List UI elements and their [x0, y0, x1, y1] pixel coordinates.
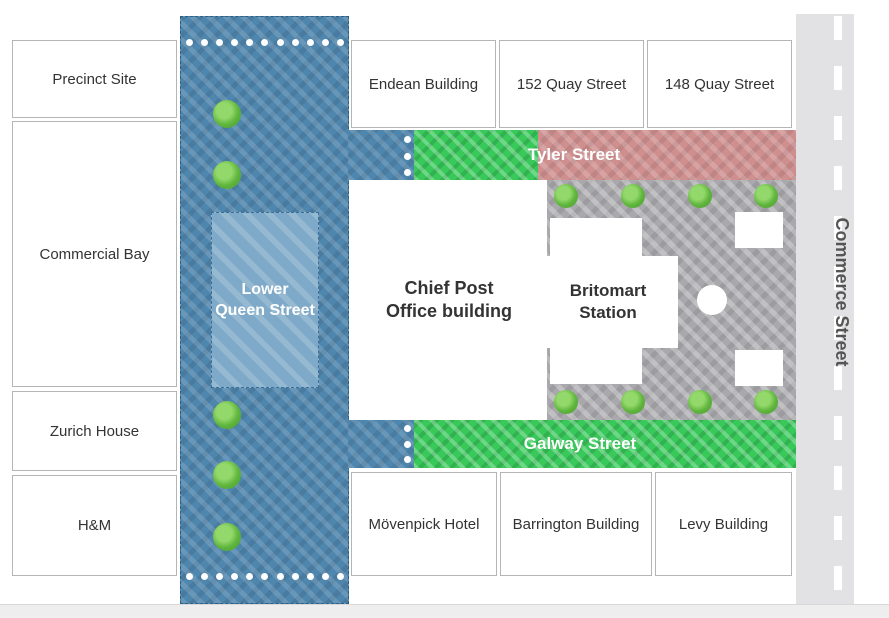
plaza-fountain-circle [697, 285, 727, 315]
movenpick-hotel-building: Mövenpick Hotel [351, 472, 497, 576]
tyler-bollard-line [403, 136, 411, 176]
quay-152-building: 152 Quay Street [499, 40, 644, 128]
tree-icon [213, 100, 241, 128]
tree-icon [621, 184, 645, 208]
galway-bollard-line [403, 425, 411, 463]
tree-icon [754, 184, 778, 208]
lower-queen-street-label-line2: Queen Street [215, 302, 315, 319]
precinct-site-label: Precinct Site [52, 70, 137, 88]
britomart-station-label-line2: Station [579, 303, 637, 322]
levy-building-label: Levy Building [678, 515, 769, 533]
tyler-connector [348, 130, 414, 180]
tyler-street-green-section [414, 130, 538, 180]
tyler-street-red-section [538, 130, 796, 180]
tree-icon [213, 161, 241, 189]
britomart-station-south-wing [550, 346, 642, 384]
tree-icon [213, 401, 241, 429]
quay-148-label: 148 Quay Street [664, 75, 775, 93]
commercial-bay-building: Commercial Bay [12, 121, 177, 387]
commerce-street-lane-markings [834, 16, 842, 604]
commerce-street-road [796, 14, 854, 606]
bottom-bollard-line [186, 572, 344, 580]
quay-152-label: 152 Quay Street [516, 75, 627, 93]
hm-building: H&M [12, 475, 177, 576]
zurich-house-building: Zurich House [12, 391, 177, 471]
commercial-bay-label: Commercial Bay [39, 245, 150, 263]
tree-icon [213, 461, 241, 489]
tree-icon [554, 390, 578, 414]
tyler-street-label: Tyler Street [527, 145, 621, 164]
chief-post-office-label-line2: Office building [386, 301, 512, 321]
endean-building: Endean Building [351, 40, 496, 128]
lower-queen-street-panel: Lower Queen Street [211, 212, 319, 388]
britomart-station-north-wing [550, 218, 642, 258]
barrington-building-label: Barrington Building [512, 515, 640, 533]
tree-icon [688, 184, 712, 208]
endean-building-label: Endean Building [368, 75, 479, 93]
plaza-kiosk-top [735, 212, 783, 248]
galway-street-label: Galway Street [523, 434, 637, 453]
galway-street [414, 420, 796, 468]
zurich-house-label: Zurich House [49, 422, 140, 440]
barrington-building: Barrington Building [500, 472, 652, 576]
britomart-station-label-line1: Britomart [569, 281, 647, 300]
precinct-site-building: Precinct Site [12, 40, 177, 118]
britomart-station-building: Britomart Station [538, 256, 678, 348]
chief-post-office-building: Chief Post Office building [351, 180, 547, 420]
top-bollard-line [186, 38, 344, 46]
galway-connector [348, 420, 414, 468]
levy-building: Levy Building [655, 472, 792, 576]
tree-icon [754, 390, 778, 414]
tree-icon [213, 523, 241, 551]
lower-queen-street-label-line1: Lower [241, 281, 289, 298]
tree-icon [688, 390, 712, 414]
chief-post-office-label-line1: Chief Post [404, 278, 494, 298]
hm-label: H&M [77, 517, 112, 534]
lower-queen-street-area [180, 16, 349, 604]
plaza-kiosk-bottom [735, 350, 783, 386]
tree-icon [554, 184, 578, 208]
movenpick-hotel-label: Mövenpick Hotel [368, 515, 480, 533]
bottom-ground-strip [0, 604, 889, 618]
quay-148-building: 148 Quay Street [647, 40, 792, 128]
tree-icon [621, 390, 645, 414]
